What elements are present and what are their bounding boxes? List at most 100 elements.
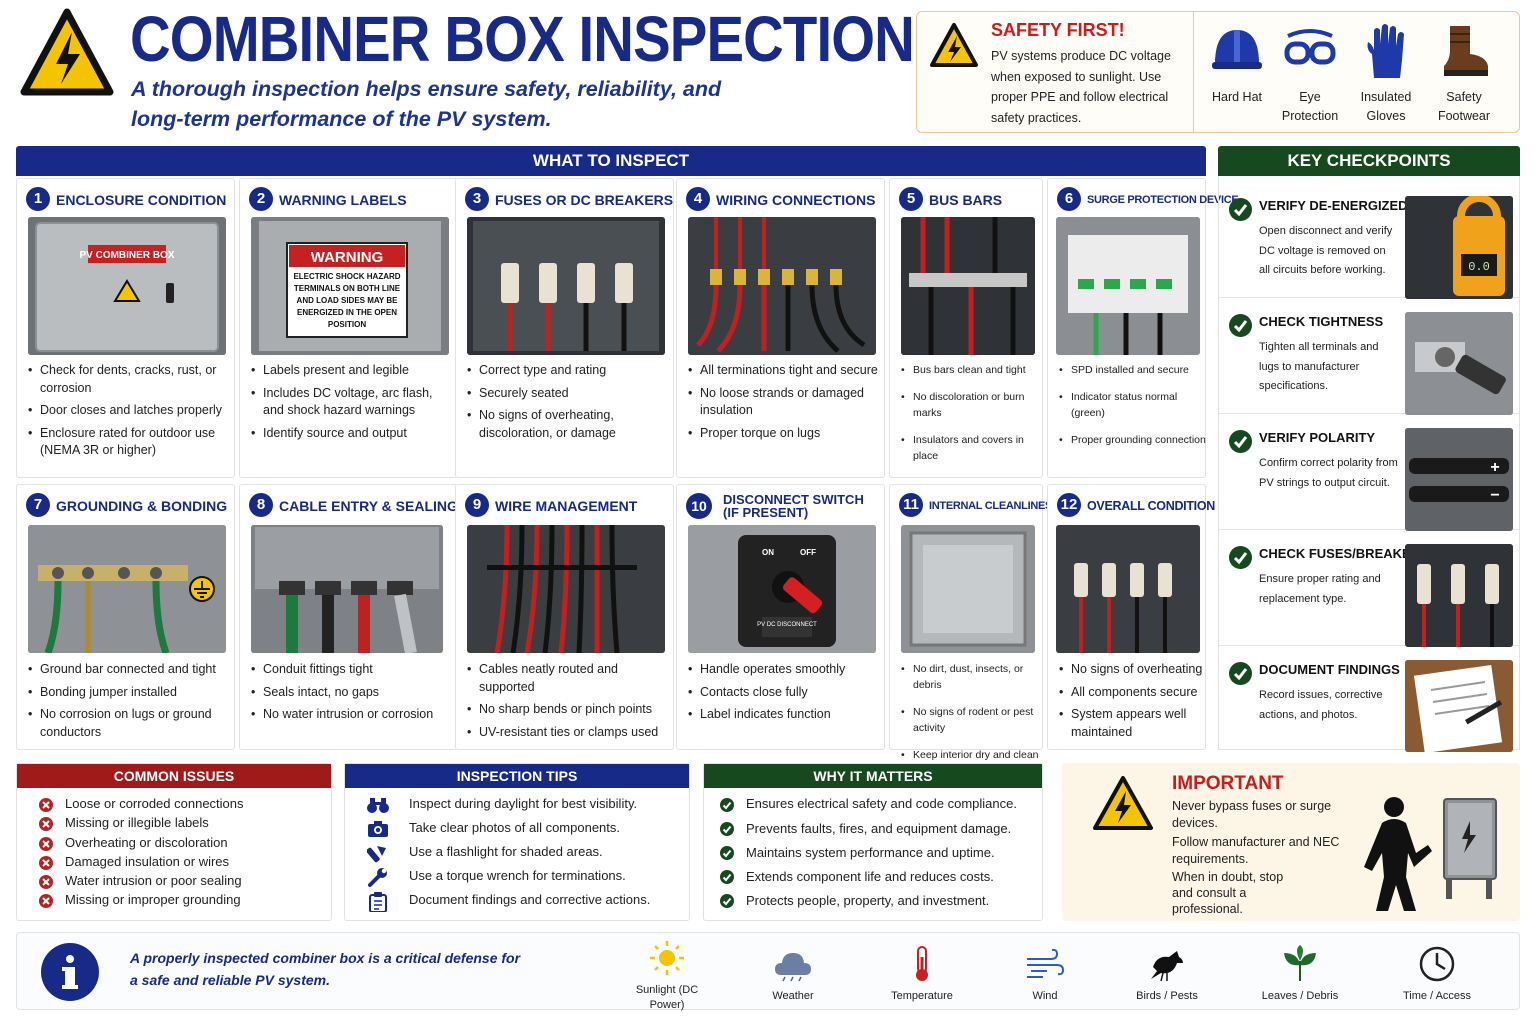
step-number: 11 — [899, 493, 923, 517]
list-item: No loose strands or damaged insulation — [688, 385, 892, 420]
factor-label: Birds / Pests — [1136, 990, 1198, 1002]
page-subtitle: A thorough inspection helps ensure safet… — [131, 77, 722, 131]
fuses-photo — [467, 217, 665, 355]
list-item: All components secure — [1059, 684, 1204, 702]
checkpoint-text: Ensure proper rating and replacement typ… — [1259, 573, 1381, 605]
cloud-icon — [775, 953, 811, 982]
inspection-tips-box: INSPECTION TIPS Inspect during daylight … — [344, 763, 690, 921]
step-number: 2 — [249, 187, 273, 211]
step-number: 5 — [899, 187, 923, 211]
ppe-label: Insulated Gloves — [1360, 90, 1412, 123]
list-item: Securely seated — [467, 385, 671, 403]
step-number: 9 — [465, 493, 489, 517]
list-item: System appears well maintained — [1059, 706, 1204, 741]
checkpoint-item: VERIFY POLARITY Confirm correct polarity… — [1219, 416, 1519, 531]
factor-leaves-debris: Leaves / Debris — [1255, 945, 1345, 1004]
x-circle-icon — [39, 798, 53, 812]
inspection-tips-header: INSPECTION TIPS — [345, 764, 689, 788]
list-item: Enclosure rated for outdoor use (NEMA 3R… — [28, 425, 232, 460]
card-wire-management: 9 WIRE MANAGEMENT Cables neatly routed a… — [455, 484, 674, 750]
list-item: Check for dents, cracks, rust, or corros… — [28, 362, 232, 397]
enclosure-photo: PV COMBINER BOX — [28, 217, 226, 355]
card-title: WARNING LABELS — [279, 192, 407, 208]
card-title: OVERALL CONDITION — [1087, 499, 1216, 513]
clipboard-photo — [1405, 660, 1513, 752]
boot-icon — [1444, 26, 1488, 76]
issue-item: Damaged insulation or wires — [65, 854, 230, 869]
checkpoint-item: CHECK FUSES/BREAKERS Ensure proper ratin… — [1219, 532, 1519, 647]
positive-label: + — [1490, 459, 1499, 476]
safety-text: PV systems produce DC voltage when expos… — [991, 49, 1171, 125]
list-item: Keep interior dry and clean — [901, 747, 1046, 763]
key-checkpoints-header: KEY CHECKPOINTS — [1218, 146, 1520, 176]
internal-cleanliness-photo — [901, 525, 1035, 653]
factor-birds-pests: Birds / Pests — [1122, 945, 1212, 1004]
list-item: No sharp bends or pinch points — [467, 701, 671, 719]
clipboard-icon — [369, 892, 387, 917]
common-issues-header: COMMON ISSUES — [17, 764, 331, 788]
common-issues-box: COMMON ISSUES Loose or corroded connecti… — [16, 763, 332, 921]
important-line: Never bypass fuses or surge devices. — [1172, 799, 1332, 830]
checkmark-icon — [1229, 198, 1252, 221]
card-wiring-connections: 4 WIRING CONNECTIONS All terminations ti… — [676, 178, 885, 478]
card-internal-cleanliness: 11 INTERNAL CLEANLINESS No dirt, dust, i… — [889, 484, 1059, 763]
list-item: No corrosion on lugs or ground conductor… — [28, 706, 232, 741]
checkmark-icon — [720, 798, 734, 812]
important-line: Follow manufacturer and NEC requirements… — [1172, 835, 1340, 866]
on-label: ON — [762, 548, 774, 557]
list-item: Label indicates function — [688, 706, 892, 724]
hard-hat-icon — [1212, 30, 1262, 69]
matters-item: Protects people, property, and investmen… — [746, 893, 990, 908]
grounding-photo — [28, 525, 226, 653]
x-circle-icon — [39, 894, 53, 908]
enclosure-label: PV COMBINER BOX — [79, 250, 174, 261]
card-fuses-breakers: 3 FUSES OR DC BREAKERS Correct type and … — [455, 178, 674, 478]
x-circle-icon — [39, 875, 53, 889]
footer-panel: A properly inspected combiner box is a c… — [16, 932, 1520, 1011]
wrench-icon — [367, 868, 389, 893]
list-item: No signs of rodent or pest activity — [901, 704, 1046, 736]
ppe-label: Eye Protection — [1281, 90, 1339, 123]
factor-label: Sunlight (DC Power) — [635, 984, 699, 1011]
checkpoint-title: DOCUMENT FINDINGS — [1259, 662, 1400, 677]
matters-item: Prevents faults, fires, and equipment da… — [746, 821, 1012, 836]
sun-icon — [650, 941, 684, 975]
checkpoint-item: DOCUMENT FINDINGS Record issues, correct… — [1219, 648, 1519, 762]
checkpoint-title: VERIFY POLARITY — [1259, 430, 1376, 445]
important-title: IMPORTANT — [1172, 773, 1284, 794]
ppe-label: Safety Footwear — [1437, 90, 1491, 123]
checkmark-icon — [720, 846, 734, 860]
factor-temperature: Temperature — [877, 945, 967, 1004]
list-item: Handle operates smoothly — [688, 661, 892, 679]
list-item: Indicator status normal (green) — [1059, 389, 1207, 421]
list-item: Contacts close fully — [688, 684, 892, 702]
step-number: 4 — [686, 187, 710, 211]
factor-label: Wind — [1032, 990, 1058, 1002]
wire-management-photo — [467, 525, 665, 653]
checkpoint-title: VERIFY DE-ENERGIZED — [1259, 198, 1408, 213]
ppe-insulated-gloves: Insulated Gloves — [1346, 20, 1426, 126]
list-item: No signs of overheating — [1059, 661, 1204, 679]
fuse-holders-photo — [1405, 544, 1513, 647]
wind-icon — [1027, 948, 1065, 978]
issue-item: Missing or improper grounding — [65, 892, 241, 907]
worker-inspecting-icon — [1358, 793, 1508, 916]
x-circle-icon — [39, 837, 53, 851]
list-item: Labels present and legible — [251, 362, 455, 380]
issue-item: Missing or illegible labels — [65, 815, 209, 830]
flashlight-icon — [366, 844, 389, 869]
checkpoint-text: Open disconnect and verify DC voltage is… — [1259, 225, 1393, 276]
matters-item: Ensures electrical safety and code compl… — [746, 796, 1017, 811]
ppe-safety-footwear: Safety Footwear — [1424, 20, 1504, 126]
checkpoint-text: Tighten all terminals and lugs to manufa… — [1259, 341, 1379, 392]
checkmark-icon — [720, 870, 734, 884]
glove-icon — [1367, 24, 1404, 78]
step-number: 7 — [26, 493, 50, 517]
card-title: FUSES OR DC BREAKERS — [495, 192, 674, 208]
factor-label: Leaves / Debris — [1261, 990, 1339, 1002]
warning-sign-text: ELECTRIC SHOCK HAZARD TERMINALS ON BOTH … — [293, 272, 401, 329]
list-item: Seals intact, no gaps — [251, 684, 455, 702]
issue-item: Overheating or discoloration — [65, 835, 228, 850]
footer-message: A properly inspected combiner box is a c… — [130, 950, 521, 988]
list-item: Correct type and rating — [467, 362, 671, 380]
